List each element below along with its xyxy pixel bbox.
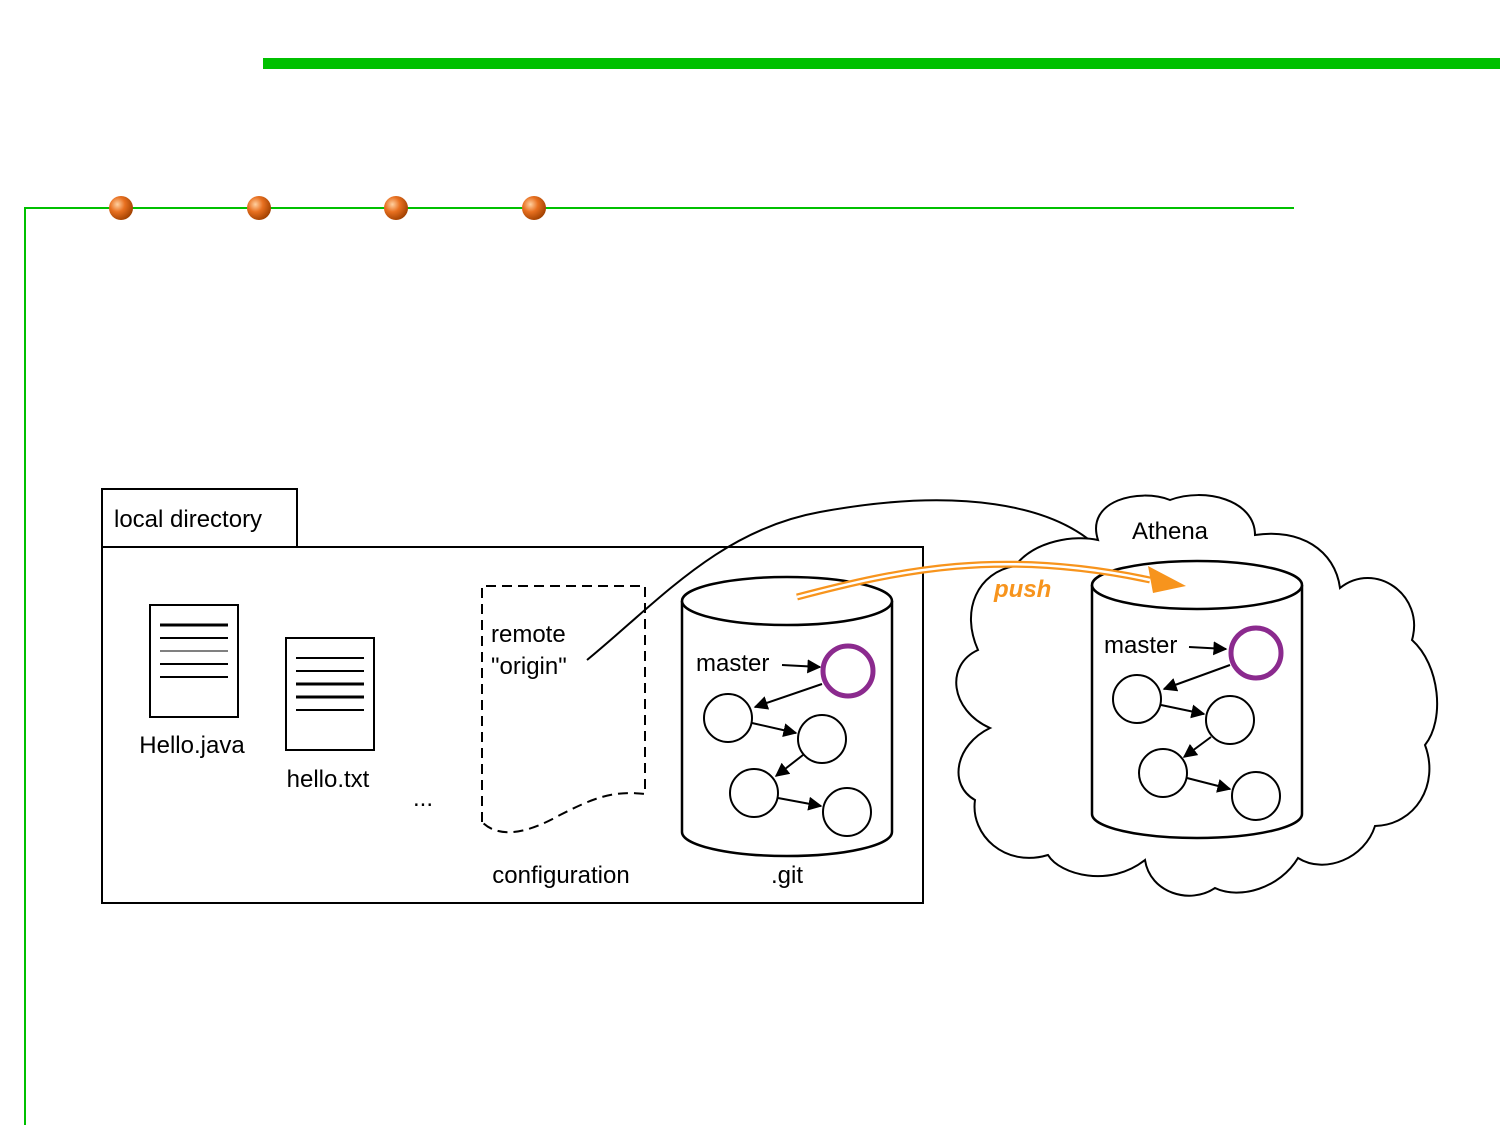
commit-node	[822, 787, 872, 837]
branch-label: master	[1104, 632, 1177, 659]
file-name-label: hello.txt	[287, 766, 370, 793]
configuration-label: configuration	[492, 862, 629, 889]
folder-body	[101, 546, 924, 904]
remote-repository: master	[1090, 559, 1304, 840]
dashed-document-outline	[481, 585, 646, 834]
branch-pointer-arrow	[781, 659, 822, 674]
orange-sphere-bullet-icon	[384, 196, 408, 220]
remote-origin-link	[586, 499, 1109, 661]
document-lines	[160, 623, 228, 678]
file-name-label: Hello.java	[139, 732, 245, 759]
branch-label: master	[696, 650, 769, 677]
repo-label: .git	[771, 862, 803, 889]
orange-sphere-bullet-icon	[522, 196, 546, 220]
more-files-ellipsis: ...	[413, 785, 433, 812]
orange-sphere-bullet-icon	[109, 196, 133, 220]
top-accent-bar	[263, 58, 1500, 69]
push-arrow-head	[1148, 566, 1186, 593]
local-git-repository[interactable]: .git master	[680, 575, 894, 889]
file-hello-txt[interactable]: hello.txt	[285, 637, 375, 793]
document-lines	[296, 657, 364, 711]
athena-remote-server[interactable]: Athena master	[955, 494, 1439, 897]
commit-edges	[751, 683, 823, 811]
commit-node	[797, 714, 847, 764]
text-document-icon	[149, 604, 239, 718]
commit-edges	[1160, 664, 1232, 793]
server-name-label: Athena	[1132, 518, 1209, 545]
head-commit-node	[1228, 625, 1284, 681]
push-label: push	[993, 576, 1051, 603]
commit-node	[1205, 695, 1255, 745]
local-directory-folder: local directory	[101, 488, 924, 904]
commit-node	[703, 693, 753, 743]
file-hello-java[interactable]: Hello.java	[139, 604, 245, 759]
branch-pointer-arrow	[1188, 641, 1228, 656]
configuration-document[interactable]: remote "origin" configuration	[481, 585, 646, 889]
text-document-icon	[285, 637, 375, 751]
commit-node	[1138, 748, 1188, 798]
commit-node	[1112, 674, 1162, 724]
cylinder-top	[1090, 559, 1304, 611]
orange-sphere-bullet-icon	[247, 196, 271, 220]
config-remote-line: remote	[491, 621, 566, 648]
commit-node	[1231, 771, 1281, 821]
head-commit-node	[820, 643, 876, 699]
push-arrow: push	[796, 560, 1186, 603]
config-origin-line: "origin"	[491, 653, 567, 680]
push-arrow-shaft-inner	[796, 562, 1151, 599]
commit-node	[729, 768, 779, 818]
folder-tab-label: local directory	[114, 506, 262, 533]
bullet-row	[109, 196, 546, 220]
